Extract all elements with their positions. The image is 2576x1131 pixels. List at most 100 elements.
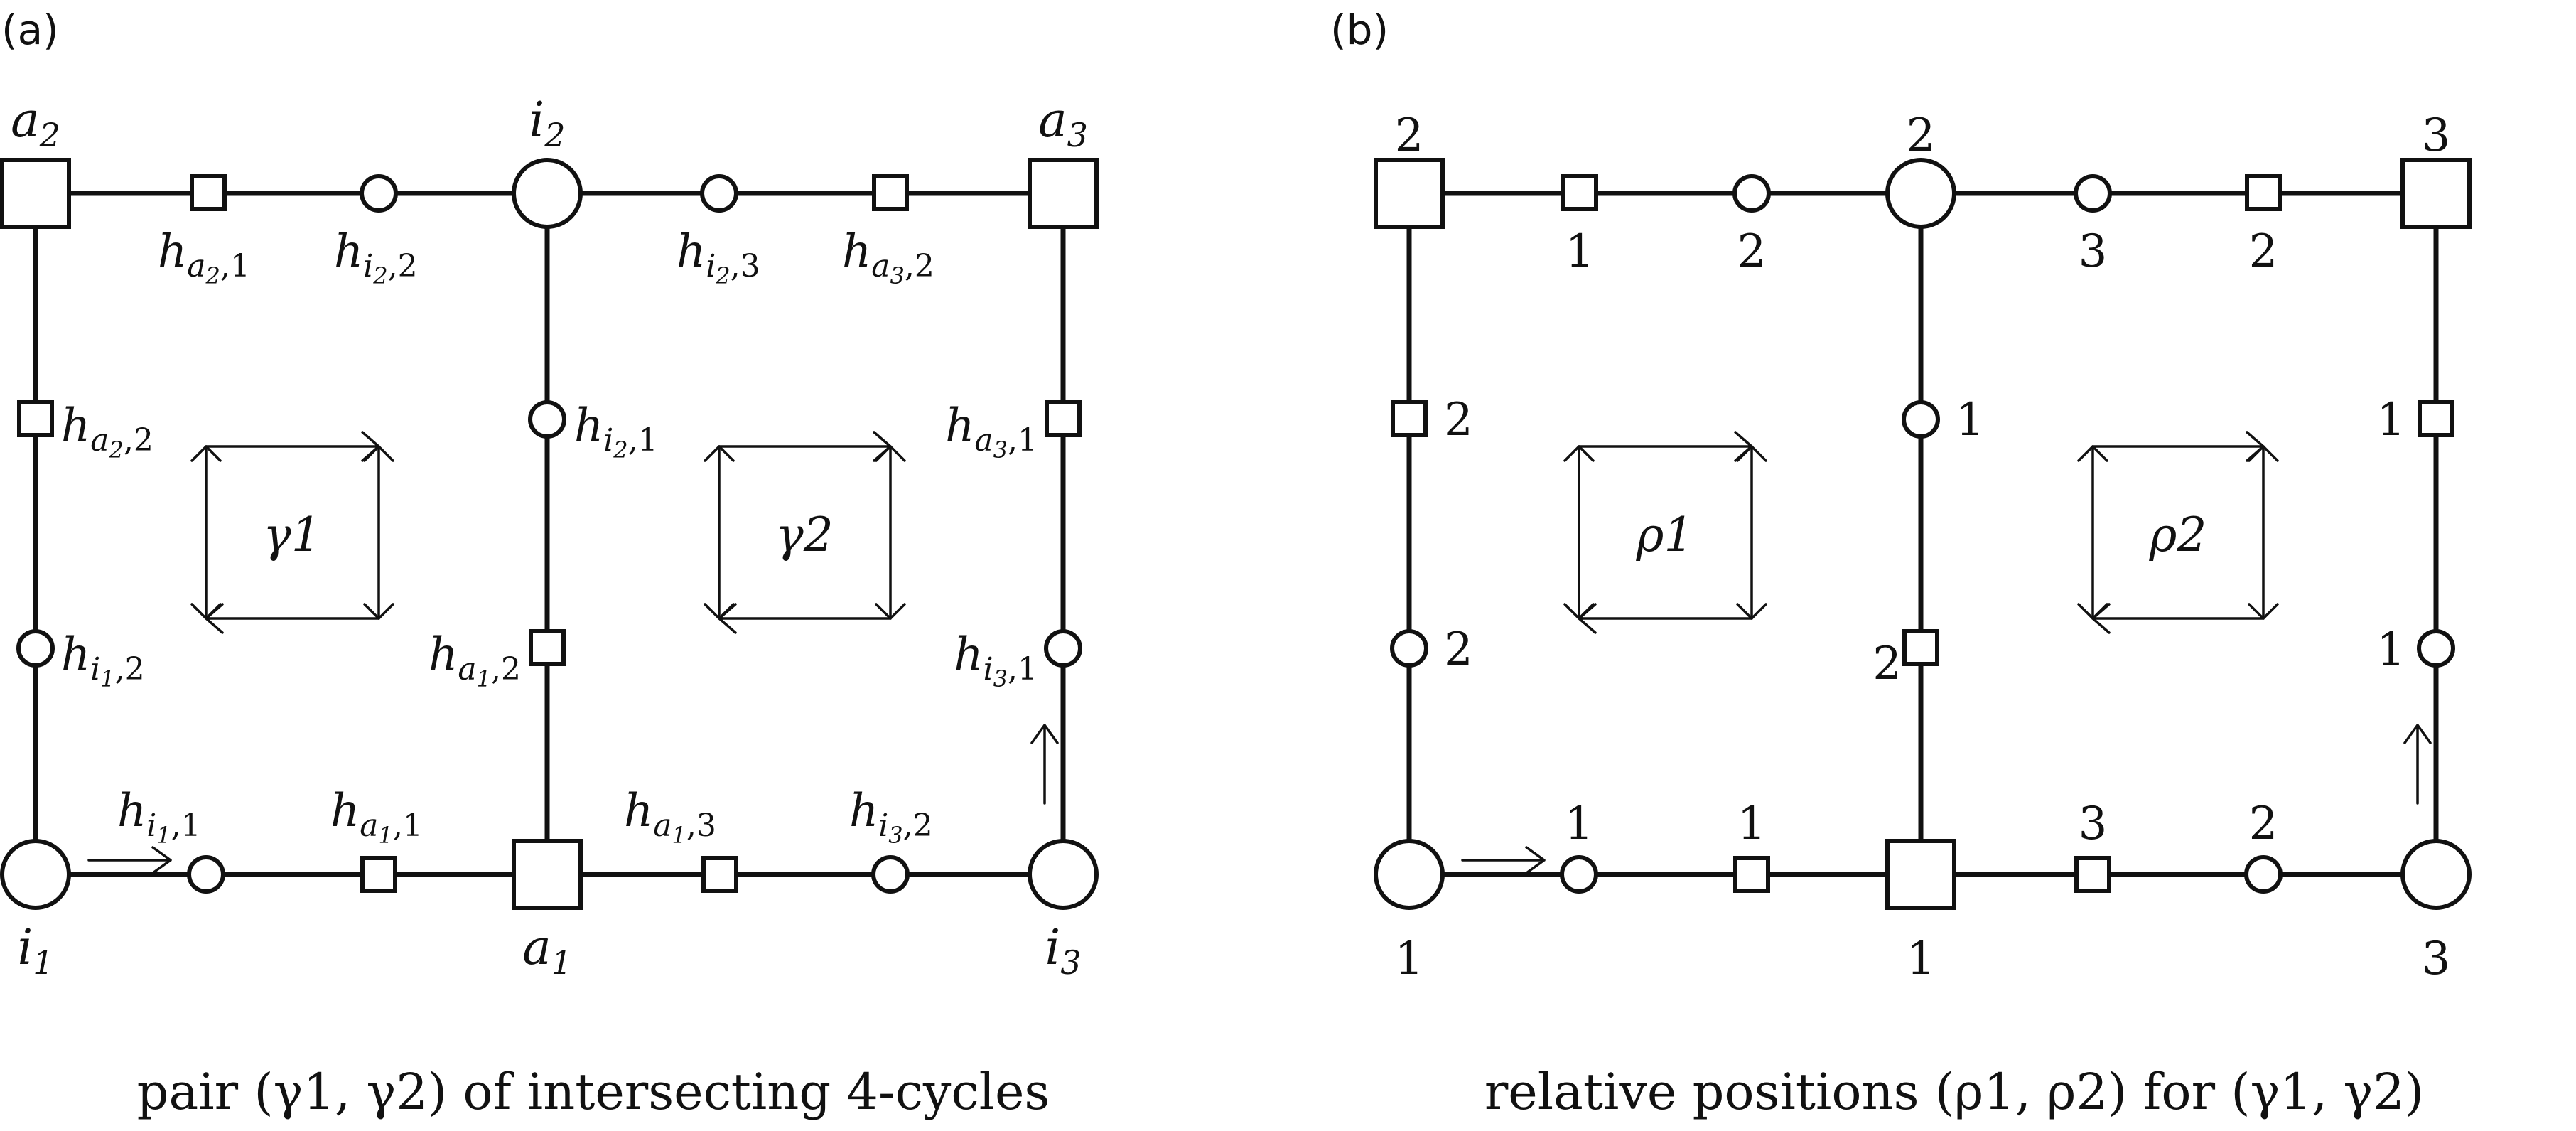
direction-arrow-right — [1030, 724, 1059, 805]
label-h-i2-1: hi2,1 — [574, 400, 658, 463]
label-a3: a3 — [1038, 92, 1088, 154]
direction-arrow-bottom-b — [1461, 846, 1546, 874]
direction-arrow-bottom — [87, 846, 172, 874]
label-i2: i2 — [529, 92, 565, 154]
panel-b-caption: relative positions (ρ1, ρ2) for (γ1, γ2) — [1484, 1063, 2424, 1121]
hnode-b2 — [360, 856, 397, 893]
label-h-i1-1: hi1,1 — [117, 785, 201, 849]
pnode-t3 — [2074, 174, 2112, 213]
label-h-i2-2: hi2,2 — [334, 225, 418, 289]
cycle-rho2: ρ2 — [2077, 431, 2279, 634]
num-bot-right: 3 — [2422, 933, 2451, 985]
cycle-rho1: ρ1 — [1563, 431, 1767, 634]
pnode-m2 — [1902, 629, 1939, 666]
num-bot-left: 1 — [1395, 933, 1424, 985]
direction-arrow-right-b — [2403, 724, 2432, 805]
cycle-rho1-label: ρ1 — [1636, 508, 1694, 562]
num-b1: 1 — [1565, 798, 1594, 850]
hnode-b1 — [187, 855, 225, 894]
node-b-top-right — [2400, 158, 2472, 229]
pnode-l1 — [1391, 400, 1428, 437]
pnode-r1 — [2418, 400, 2454, 437]
num-r2: 1 — [2376, 623, 2405, 676]
label-a2: a2 — [11, 92, 60, 154]
cycle-gamma2: γ2 — [704, 431, 906, 634]
label-h-i2-3: hi2,3 — [677, 225, 760, 289]
node-a1 — [512, 839, 583, 910]
num-bot-mid: 1 — [1907, 933, 1936, 985]
panel-a-tag: (a) — [1, 6, 59, 54]
num-b3: 3 — [2079, 798, 2108, 850]
node-b-top-mid — [1885, 158, 1956, 229]
num-t4: 2 — [2249, 225, 2278, 278]
pnode-t4 — [2245, 174, 2282, 211]
panel-b-edges — [1406, 191, 2439, 877]
pnode-b3 — [2074, 856, 2111, 893]
pnode-m1 — [1902, 400, 1940, 439]
label-h-a2-1: ha2,1 — [158, 225, 250, 289]
hnode-l2 — [16, 629, 55, 668]
num-l1: 2 — [1444, 394, 1473, 446]
hnode-r1 — [1045, 400, 1082, 437]
label-h-a3-1: ha3,1 — [945, 400, 1038, 463]
num-top-right: 3 — [2422, 109, 2451, 162]
hnode-b4 — [871, 855, 910, 894]
cycle-gamma1-label: γ1 — [263, 508, 320, 562]
pnode-b2 — [1733, 856, 1770, 893]
label-h-a3-2: ha3,2 — [842, 225, 934, 289]
node-i1 — [0, 839, 71, 910]
num-b4: 2 — [2249, 798, 2278, 850]
num-top-left: 2 — [1395, 109, 1424, 162]
hnode-t4 — [872, 174, 909, 211]
hnode-m2 — [529, 629, 566, 666]
pnode-b1 — [1560, 855, 1598, 894]
num-r1: 1 — [2376, 394, 2405, 446]
node-i3 — [1028, 839, 1099, 910]
cycle-rho2-label: ρ2 — [2149, 508, 2207, 562]
pnode-t1 — [1561, 174, 1598, 211]
hnode-m1 — [528, 400, 566, 439]
cycle-gamma2-label: γ2 — [775, 508, 833, 562]
num-t3: 3 — [2079, 225, 2108, 278]
panel-a-caption: pair (γ1, γ2) of intersecting 4-cycles — [137, 1063, 1050, 1121]
hnode-t1 — [190, 174, 227, 211]
pnode-r2 — [2417, 629, 2455, 668]
node-b-bot-right — [2400, 839, 2472, 910]
node-i2 — [512, 158, 583, 229]
panel-a: (a) — [0, 6, 1099, 1121]
num-b2: 1 — [1737, 798, 1767, 850]
cycle-gamma1: γ1 — [190, 431, 394, 634]
num-m2: 2 — [1872, 638, 1902, 690]
panel-b-tag: (b) — [1330, 6, 1389, 54]
hnode-b3 — [701, 856, 738, 893]
hnode-t2 — [360, 174, 398, 213]
hnode-t3 — [700, 174, 738, 213]
node-a2 — [0, 158, 71, 229]
label-h-i3-2: hi3,2 — [849, 785, 933, 849]
num-t2: 2 — [1737, 225, 1767, 278]
label-i1: i1 — [17, 920, 53, 982]
label-h-a1-3: ha1,3 — [624, 785, 716, 849]
num-t1: 1 — [1565, 225, 1595, 278]
panel-a-edges — [33, 191, 1066, 877]
num-m1: 1 — [1956, 394, 1985, 446]
pnode-l2 — [1390, 629, 1428, 668]
label-i3: i3 — [1045, 920, 1081, 982]
node-a3 — [1028, 158, 1099, 229]
pnode-b4 — [2244, 855, 2283, 894]
pnode-t2 — [1732, 174, 1771, 213]
label-h-a2-2: ha2,2 — [61, 400, 153, 463]
label-a1: a1 — [522, 920, 572, 982]
node-b-bot-left — [1374, 839, 1445, 910]
label-h-i1-2: hi1,2 — [61, 628, 145, 692]
label-h-a1-1: ha1,1 — [330, 785, 423, 849]
node-b-bot-mid — [1885, 839, 1956, 910]
label-h-i3-1: hi3,1 — [954, 628, 1038, 692]
panel-b: (b) — [1330, 6, 2472, 1121]
label-h-a1-2: ha1,2 — [429, 628, 521, 692]
num-l2: 2 — [1444, 623, 1473, 676]
num-top-mid: 2 — [1907, 109, 1936, 162]
hnode-l1 — [17, 400, 54, 437]
hnode-r2 — [1044, 629, 1082, 668]
